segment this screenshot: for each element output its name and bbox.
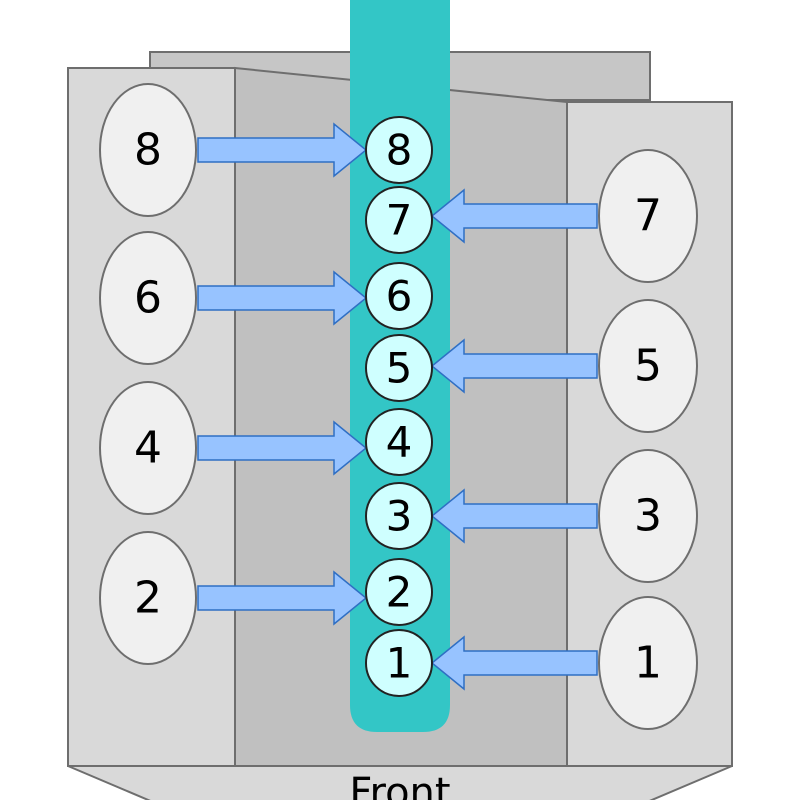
journal-label: 8 bbox=[386, 126, 413, 175]
journal-shape bbox=[365, 482, 433, 550]
journal-label: 3 bbox=[386, 492, 413, 541]
front-cover bbox=[67, 765, 733, 805]
right-cylinder-7: 7 bbox=[598, 149, 698, 283]
crank-journal-1: 1 bbox=[365, 629, 433, 697]
right-cylinder-3: 3 bbox=[598, 449, 698, 583]
connecting-arrows bbox=[197, 122, 598, 691]
cylinder-shape bbox=[99, 83, 197, 217]
cylinder-shape bbox=[598, 299, 698, 433]
crank-journal-4: 4 bbox=[365, 408, 433, 476]
cylinder-shape bbox=[598, 149, 698, 283]
left-cylinder-4: 4 bbox=[99, 381, 197, 515]
cylinder-shape bbox=[99, 381, 197, 515]
cylinder-label: 7 bbox=[634, 191, 662, 242]
left-cylinder-6: 6 bbox=[99, 231, 197, 365]
journal-shape bbox=[365, 408, 433, 476]
crank-journal-8: 8 bbox=[365, 116, 433, 184]
journal-shape bbox=[365, 186, 433, 254]
arrow-right-cylinder-7 bbox=[430, 188, 598, 244]
arrow-left-cylinder-6 bbox=[197, 270, 368, 326]
right-cylinder-1: 1 bbox=[598, 596, 698, 730]
journal-label: 2 bbox=[386, 568, 413, 617]
crank-journal-3: 3 bbox=[365, 482, 433, 550]
cylinder-label: 5 bbox=[634, 341, 662, 392]
crank-journal-7: 7 bbox=[365, 186, 433, 254]
journal-label: 5 bbox=[386, 344, 413, 393]
arrow-left-cylinder-2 bbox=[197, 570, 368, 626]
left-cylinder-2: 2 bbox=[99, 531, 197, 665]
right-cylinder-bank: 7 5 3 1 bbox=[598, 149, 698, 730]
crank-journal-2: 2 bbox=[365, 558, 433, 626]
cylinder-label: 6 bbox=[134, 273, 162, 324]
cylinder-label: 4 bbox=[134, 423, 162, 474]
front-label: Front bbox=[349, 770, 450, 800]
journal-shape bbox=[365, 629, 433, 697]
journal-shape bbox=[365, 334, 433, 402]
cylinder-label: 3 bbox=[634, 491, 662, 542]
cylinder-shape bbox=[99, 231, 197, 365]
journal-label: 7 bbox=[386, 196, 413, 245]
journal-label: 6 bbox=[386, 272, 413, 321]
left-cylinder-8: 8 bbox=[99, 83, 197, 217]
journal-shape bbox=[365, 116, 433, 184]
arrow-right-cylinder-1 bbox=[430, 635, 598, 691]
right-cylinder-5: 5 bbox=[598, 299, 698, 433]
arrow-left-cylinder-8 bbox=[197, 122, 368, 178]
cylinder-shape bbox=[598, 596, 698, 730]
cylinder-label: 8 bbox=[134, 125, 162, 176]
cylinder-label: 2 bbox=[134, 573, 162, 624]
journal-shape bbox=[365, 262, 433, 330]
crank-journal-6: 6 bbox=[365, 262, 433, 330]
journal-shape bbox=[365, 558, 433, 626]
cylinder-shape bbox=[598, 449, 698, 583]
journal-label: 4 bbox=[386, 418, 413, 467]
arrow-left-cylinder-4 bbox=[197, 420, 368, 476]
arrow-right-cylinder-3 bbox=[430, 488, 598, 544]
crank-journal-5: 5 bbox=[365, 334, 433, 402]
crank-journals: 8 7 6 5 4 3 2 1 bbox=[365, 116, 433, 697]
cylinder-shape bbox=[99, 531, 197, 665]
cylinder-label: 1 bbox=[634, 638, 662, 689]
journal-label: 1 bbox=[386, 639, 413, 688]
left-cylinder-bank: 8 6 4 2 bbox=[99, 83, 197, 665]
arrow-right-cylinder-5 bbox=[430, 338, 598, 394]
